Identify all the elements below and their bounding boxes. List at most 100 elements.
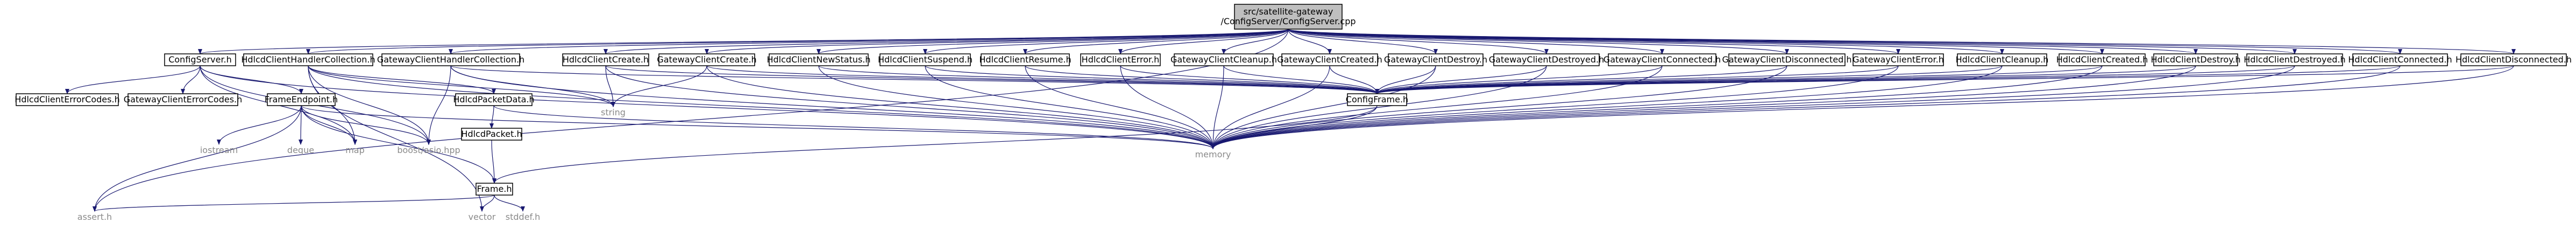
node-frame_h[interactable]: Frame.h — [476, 183, 513, 196]
edge-root-to-gchc_h — [449, 29, 1289, 54]
edge-hcihc_h-to-memory — [308, 65, 1215, 149]
node-hccreated_h[interactable]: HdlcdClientCreated.h — [2056, 53, 2148, 66]
edge-hcdisconnected_h-to-memory — [1211, 65, 2514, 149]
node-hcsuspend_h[interactable]: HdlcdClientSuspend.h — [878, 53, 973, 66]
node-gcconnected_h[interactable]: GatewayClientConnected.h — [1603, 53, 1721, 66]
edge-hcnewstatus_h-to-memory — [818, 65, 1215, 149]
edge-hcihc_h-to-string — [308, 65, 615, 107]
node-hdlcdpacket_h[interactable]: HdlcdPacket.h — [461, 128, 522, 141]
node-iostream[interactable]: iostream — [200, 145, 238, 155]
edge-hcconnected_h-to-configframe_h — [1375, 65, 2401, 94]
node-box-gccreate_h — [658, 53, 755, 66]
node-root[interactable]: src/satellite-gateway/ConfigServer/Confi… — [1220, 4, 1356, 30]
node-box-hcihc_h — [243, 53, 373, 66]
node-gcdisconnected_h[interactable]: GatewayClientDisconnected.h — [1722, 53, 1852, 66]
edge-hcihc_h-to-vector — [308, 65, 484, 212]
edge-gchc_h-to-configframe_h — [450, 65, 1379, 94]
node-configserver_h[interactable]: ConfigServer.h — [164, 53, 236, 66]
edge-gccreated_h-to-memory — [1211, 65, 1330, 149]
node-gccreated_h[interactable]: GatewayClientCreated.h — [1277, 53, 1382, 66]
node-gcdestroyed_h[interactable]: GatewayClientDestroyed.h — [1489, 53, 1604, 66]
edge-gcdisconnected_h-to-configframe_h — [1375, 65, 1787, 94]
node-map[interactable]: map — [345, 145, 365, 155]
edge-hcdestroyed_h-to-memory — [1211, 65, 2295, 149]
node-box-hdlcdpacketdata_h — [455, 93, 533, 106]
edge-gchc_h-to-boost_asio — [427, 65, 451, 145]
node-label-hcerrorcodes_h: HdlcdClientErrorCodes.h — [15, 94, 119, 105]
node-memory[interactable]: memory — [1195, 149, 1231, 159]
node-gchc_h[interactable]: GatewayClientHandlerCollection.h — [377, 53, 524, 66]
node-frameendpoint_h[interactable]: FrameEndpoint.h — [265, 93, 338, 106]
node-hcnewstatus_h[interactable]: HdlcdClientNewStatus.h — [767, 53, 871, 66]
node-label-hcconnected_h: HdlcdClientConnected.h — [2348, 54, 2452, 65]
node-label-frameendpoint_h: FrameEndpoint.h — [265, 94, 338, 105]
node-label-hccreate_h: HdlcdClientCreate.h — [563, 54, 649, 65]
edge-hdlcdpacket_h-to-frame_h — [491, 140, 496, 184]
node-gccleanup_h[interactable]: GatewayClientCleanup.h — [1170, 53, 1277, 66]
edge-hcsuspend_h-to-memory — [925, 65, 1215, 149]
edge-gccleanup_h-to-memory — [1211, 65, 1224, 149]
node-box-hccreate_h — [562, 53, 649, 66]
node-box-root — [1234, 4, 1343, 30]
edge-root-to-hcihc_h — [306, 29, 1289, 54]
node-label-stddef: stddef.h — [506, 212, 540, 222]
node-box-frame_h — [476, 183, 513, 196]
edge-frame_h-to-assert — [93, 195, 495, 212]
node-hcerror_h[interactable]: HdlcdClientError.h — [1080, 53, 1161, 66]
node-label-gcdestroyed_h: GatewayClientDestroyed.h — [1489, 54, 1604, 65]
edge-hcerror_h-to-configframe_h — [1120, 65, 1379, 94]
node-label-gcdisconnected_h: GatewayClientDisconnected.h — [1722, 54, 1851, 65]
edge-frameendpoint_h-to-boost_asio — [301, 105, 431, 145]
edge-configframe_h-to-memory — [1211, 105, 1378, 149]
edge-hcresume_h-to-configframe_h — [1025, 65, 1379, 94]
node-label-string: string — [601, 107, 626, 117]
node-hcconnected_h[interactable]: HdlcdClientConnected.h — [2348, 53, 2452, 66]
edge-configframe_h-to-frame_h — [492, 105, 1378, 184]
edge-hcihc_h-to-hdlcdpacketdata_h — [308, 65, 496, 94]
node-hcdisconnected_h[interactable]: HdlcdClientDisconnected.h — [2456, 53, 2572, 66]
node-label-gcerrorcodes_h: GatewayClientErrorCodes.h — [124, 94, 243, 105]
node-hcihc_h[interactable]: HdlcdClientHandlerCollection.h — [241, 53, 375, 66]
node-stddef[interactable]: stddef.h — [506, 212, 540, 222]
node-hcerrorcodes_h[interactable]: HdlcdClientErrorCodes.h — [15, 93, 120, 106]
node-hdlcdpacketdata_h[interactable]: HdlcdPacketData.h — [453, 93, 535, 106]
node-label-configserver_h: ConfigServer.h — [168, 54, 232, 65]
node-label-deque: deque — [287, 145, 314, 155]
node-string[interactable]: string — [601, 107, 626, 117]
node-deque[interactable]: deque — [287, 145, 314, 155]
edge-gcdestroy_h-to-memory — [1211, 65, 1436, 149]
node-box-hccreated_h — [2059, 53, 2146, 66]
node-label-memory: memory — [1195, 149, 1231, 159]
node-hccreate_h[interactable]: HdlcdClientCreate.h — [562, 53, 649, 66]
node-gcdestroy_h[interactable]: GatewayClientDestroy.h — [1384, 53, 1487, 66]
node-box-hccleanup_h — [1957, 53, 2047, 66]
node-gcerror_h[interactable]: GatewayClientError.h — [1853, 53, 1944, 66]
edge-hcdestroy_h-to-configframe_h — [1375, 65, 2196, 94]
node-label-hcerror_h: HdlcdClientError.h — [1082, 54, 1160, 65]
node-gccreate_h[interactable]: GatewayClientCreate.h — [657, 53, 757, 66]
node-boost_asio[interactable]: boost/asio.hpp — [397, 145, 460, 155]
node-hcdestroyed_h[interactable]: HdlcdClientDestroyed.h — [2244, 53, 2346, 66]
node-configframe_h[interactable]: ConfigFrame.h — [1346, 93, 1408, 106]
edge-configserver_h-to-gcerrorcodes_h — [181, 65, 201, 94]
node-hccleanup_h[interactable]: HdlcdClientCleanup.h — [1956, 53, 2049, 66]
node-label-hdlcdpacketdata_h: HdlcdPacketData.h — [453, 94, 534, 105]
node-box-gccleanup_h — [1174, 53, 1274, 66]
node-vector[interactable]: vector — [469, 212, 496, 222]
node-box-hcdisconnected_h — [2460, 53, 2567, 66]
node-hcresume_h[interactable]: HdlcdClientResume.h — [979, 53, 1071, 66]
edge-gchc_h-to-memory — [450, 65, 1215, 149]
edge-configserver_h-to-frameendpoint_h — [200, 65, 303, 94]
node-gcerrorcodes_h[interactable]: GatewayClientErrorCodes.h — [124, 93, 243, 106]
node-label-hcdestroy_h: HdlcdClientDestroy.h — [2151, 54, 2240, 65]
node-box-frameendpoint_h — [267, 93, 336, 106]
node-hcdestroy_h[interactable]: HdlcdClientDestroy.h — [2151, 53, 2241, 66]
edge-gcdestroyed_h-to-memory — [1211, 65, 1547, 149]
node-label-gchc_h: GatewayClientHandlerCollection.h — [377, 54, 524, 65]
edge-frame_h-to-stddef — [494, 195, 525, 212]
node-label-frame_h: Frame.h — [477, 184, 512, 194]
node-assert[interactable]: assert.h — [77, 212, 112, 222]
node-label-root: /ConfigServer/ConfigServer.cpp — [1220, 16, 1356, 26]
edge-gcerror_h-to-memory — [1211, 65, 1899, 149]
